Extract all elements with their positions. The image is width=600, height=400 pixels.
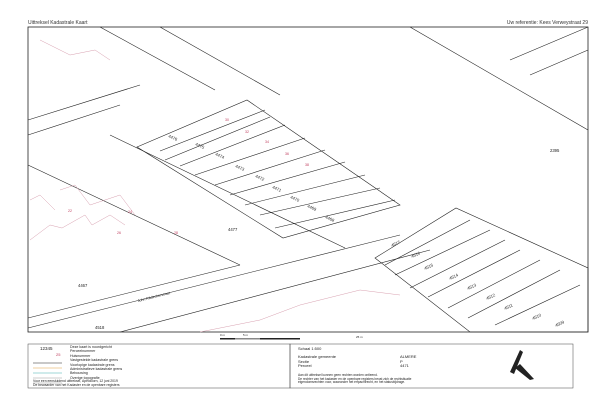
legend-sample-house: 25 (56, 352, 61, 357)
scale-bar: 0 m 5 m 25 m (220, 333, 363, 340)
house-number: 34 (265, 140, 269, 144)
parcel-number: 2395 (550, 148, 560, 153)
parcel-number: 4516 (410, 250, 421, 259)
svg-text:25 m: 25 m (356, 335, 363, 339)
parcel-number: 4518 (95, 325, 105, 330)
house-number: 38 (305, 163, 309, 167)
house-number: 22 (68, 209, 72, 213)
house-number: 28 (174, 231, 178, 235)
house-number: 26 (117, 231, 121, 235)
house-numbers: 22 24 26 28 30 32 34 36 38 (68, 118, 309, 235)
reference: Uw referentie: Kees Verweystraat 29 (506, 20, 588, 26)
house-number: 30 (225, 118, 229, 122)
parcel-number: 4470 (290, 194, 301, 203)
map-title: Uittreksel Kadastrale Kaart (28, 20, 88, 26)
svg-text:5 m: 5 m (243, 333, 249, 337)
svg-text:0 m: 0 m (220, 333, 226, 337)
parcel-number: 4514 (448, 272, 459, 281)
parcel-number: 4467 (78, 283, 88, 288)
legend-certification: Voor een eensluidend uittreksel, Apeldoo… (33, 379, 120, 387)
parcel-number: 4474 (215, 151, 226, 160)
parcel-number: 4468 (325, 214, 336, 223)
info-box (289, 343, 574, 389)
street-name: John Rädeckerstraat (137, 291, 170, 303)
scale-text: Schaal 1:500 (298, 346, 322, 351)
parcel-number: 4511 (503, 302, 514, 311)
parcel-number: 4471 (272, 184, 283, 193)
parcel-number: 4476 (168, 133, 179, 142)
parcel-number: 4512 (485, 292, 496, 301)
house-number: 36 (285, 152, 289, 156)
parcel-number: 4517 (390, 239, 401, 248)
parcel-number: 4510 (531, 312, 542, 321)
parcel-number: 4509 (554, 319, 565, 328)
parcel-number: 4473 (235, 163, 246, 172)
house-number: 24 (128, 210, 132, 214)
parcel-number: 4513 (466, 282, 477, 291)
parcel-number: 4475 (195, 141, 206, 150)
legend-sample-parcel: 12345 (40, 346, 53, 351)
parcel-number: 4472 (255, 173, 266, 182)
house-number: 32 (245, 130, 249, 134)
north-arrow-icon (510, 350, 523, 374)
parcel-boundaries (27, 26, 589, 333)
map-frame (27, 26, 589, 333)
parcel-number: 4477 (228, 227, 238, 232)
legend-lines (33, 362, 62, 384)
buildings (29, 39, 401, 333)
parcel-number: 4515 (423, 262, 434, 271)
parcel-numbers: 4476 4475 4474 4473 4472 4471 4470 4469 … (78, 133, 565, 330)
disclaimer: Aan dit uittreksel kunnen geen rechten w… (298, 373, 412, 384)
parcel-number: 4469 (307, 203, 318, 212)
